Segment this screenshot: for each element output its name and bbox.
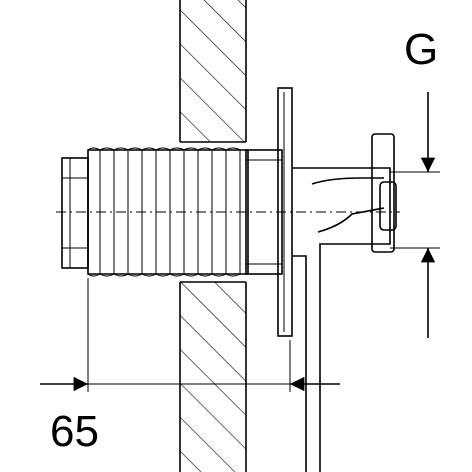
elbow-outlet	[292, 133, 397, 472]
wall-section	[179, 0, 247, 472]
dimension-g: G	[390, 25, 440, 338]
dimension-g-label: G	[404, 25, 438, 74]
dimension-65-label: 65	[50, 407, 99, 456]
end-cap	[61, 157, 89, 269]
dimension-65: 65	[40, 278, 340, 456]
